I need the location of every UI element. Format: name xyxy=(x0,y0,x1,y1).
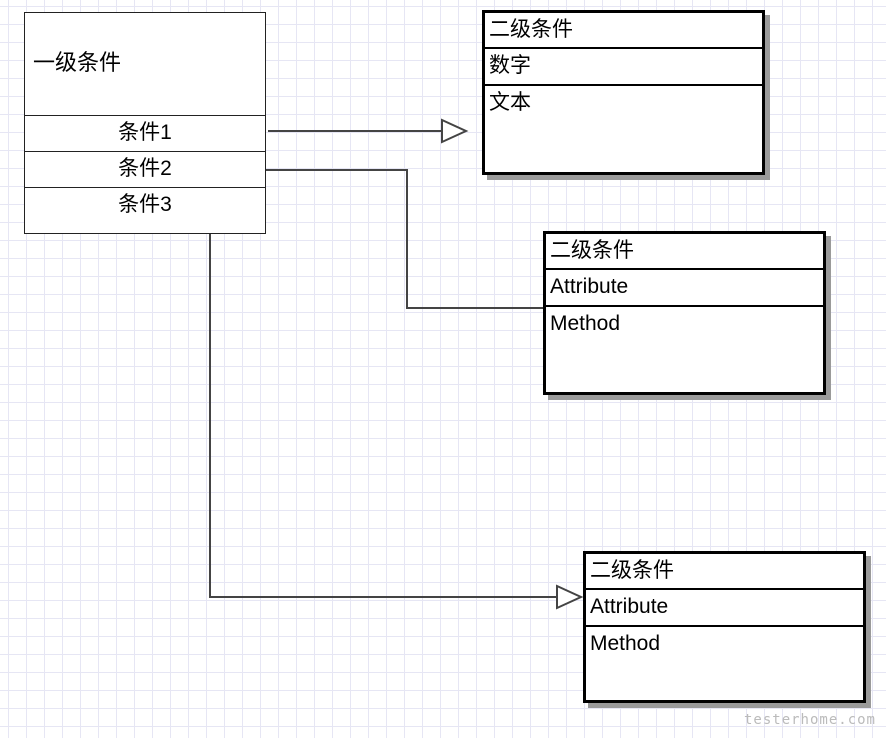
arrowhead-condition1 xyxy=(441,118,469,144)
level2-c-title: 二级条件 xyxy=(586,554,863,590)
level2-a-title: 二级条件 xyxy=(485,13,762,49)
level2-c-field2: Method xyxy=(590,632,661,655)
condition-item-3: 条件3 xyxy=(118,193,172,216)
level2-a-field2: 文本 xyxy=(489,91,531,114)
level2-condition-box-b: 二级条件 Attribute Method xyxy=(543,231,826,395)
level1-title: 一级条件 xyxy=(25,13,265,116)
connector-condition2 xyxy=(244,169,544,309)
level2-b-title: 二级条件 xyxy=(546,234,823,270)
arrowhead-condition3 xyxy=(556,584,584,610)
level2-b-field2: Method xyxy=(550,312,621,335)
level2-condition-box-c: 二级条件 Attribute Method xyxy=(583,551,866,703)
watermark: testerhome.com xyxy=(743,712,876,728)
condition-item-2: 条件2 xyxy=(25,152,265,188)
condition-item-1: 条件1 xyxy=(25,116,265,152)
level1-condition-box: 一级条件 条件1 条件2 条件3 xyxy=(24,12,266,234)
level2-b-field1: Attribute xyxy=(546,270,823,307)
level2-c-field1: Attribute xyxy=(586,590,863,627)
connector-condition3 xyxy=(209,210,557,598)
level2-condition-box-a: 二级条件 数字 文本 xyxy=(482,10,765,175)
level2-a-field1: 数字 xyxy=(485,49,762,86)
